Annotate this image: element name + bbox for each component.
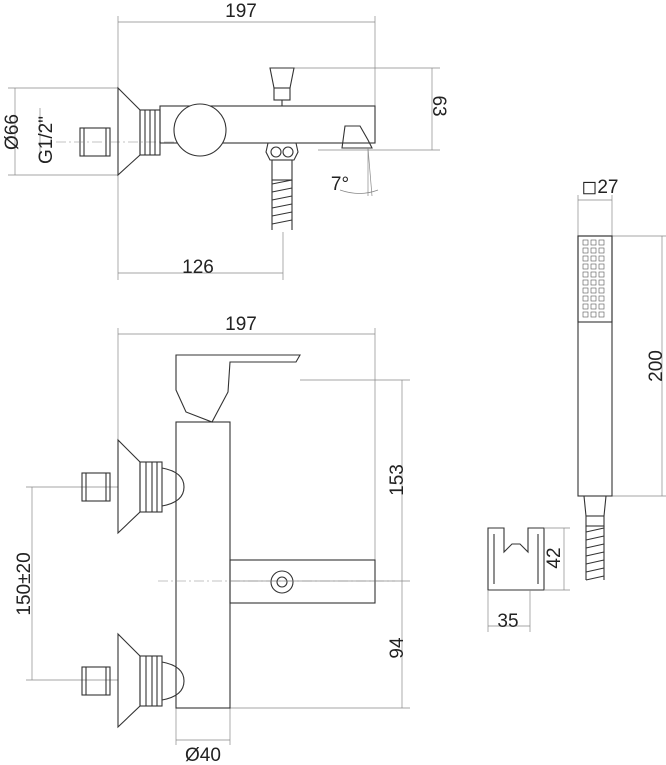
dim-top-width: 197 [225,1,257,22]
dim-inlet-spacing: 150±20 [14,552,35,615]
dim-flange-diameter: Ø66 [2,114,23,150]
front-view: 197 153 94 150±20 Ø40 [14,314,410,765]
dim-top-depth: 126 [182,257,214,278]
top-view: 197 63 126 Ø66 G1/2" [2,1,449,280]
hand-shower: ◻27 200 [577,177,666,581]
dim-front-upper-height: 153 [387,464,408,496]
dim-front-width: 197 [225,314,257,335]
dim-angle: 7° [331,174,349,195]
dim-top-height: 63 [428,95,449,116]
dim-holder-width: 35 [497,611,518,632]
dim-body-diameter: Ø40 [185,745,221,765]
wall-holder: 42 35 [487,527,570,632]
dim-front-lower-height: 94 [387,637,408,659]
dim-thread: G1/2" [36,116,57,164]
shower-nozzle-grid [582,239,605,318]
dim-holder-height: 42 [544,547,565,568]
dim-shower-length: 200 [646,350,666,382]
dim-shower-section: ◻27 [582,177,619,198]
